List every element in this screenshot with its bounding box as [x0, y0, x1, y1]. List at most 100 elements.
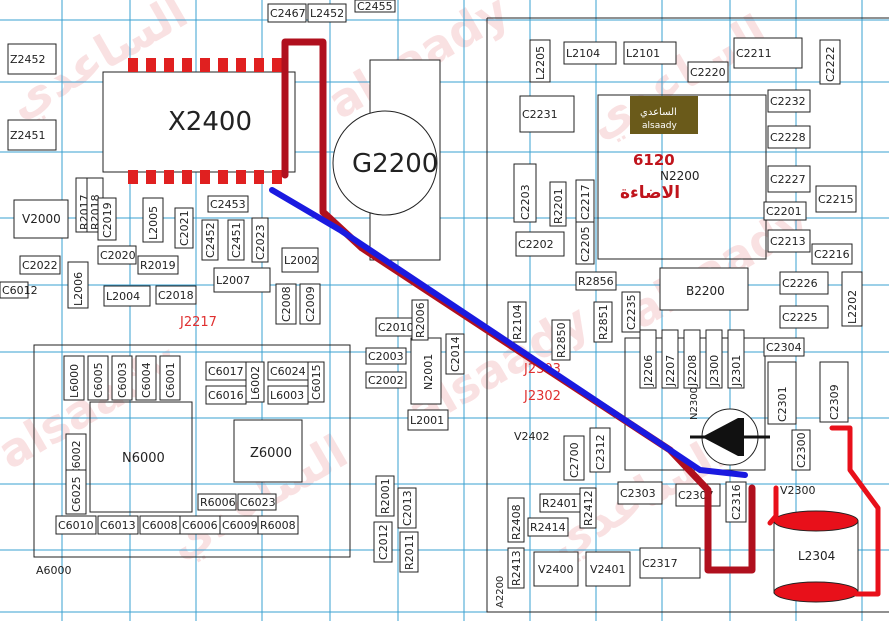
component-r6008: R6008 [257, 515, 299, 535]
component-label: C6009 [222, 519, 258, 532]
component-label: C2018 [158, 289, 194, 302]
component-l2001: L2001 [407, 409, 449, 431]
component-c2012: C2012 [373, 521, 393, 563]
component-c2467: C2467 [267, 3, 307, 23]
svg-text:B2200: B2200 [686, 284, 725, 298]
component-r2414: R2414 [527, 517, 569, 537]
component-c6017: C6017 [205, 361, 247, 381]
component-c2211: C2211 [733, 37, 803, 69]
component-outline [507, 547, 525, 589]
component-outline [411, 299, 429, 341]
component-label: C6002 [70, 440, 83, 476]
component-c2205: C2205 [575, 221, 595, 265]
component-c2020: C2020 [97, 245, 137, 265]
component-c6013: C6013 [97, 515, 139, 535]
component-z2451: Z2451 [7, 119, 57, 151]
component-outline [135, 355, 157, 401]
component-outline [0, 281, 29, 299]
x2400-body [102, 71, 296, 173]
component-label: R2019 [140, 259, 176, 272]
component-outline [63, 355, 85, 401]
component-outline [111, 355, 133, 401]
component-c2312: C2312 [589, 427, 611, 473]
component-c2309: C2309 [819, 361, 849, 423]
component-outline [65, 469, 87, 515]
logo-text-ar: الساعدي [640, 107, 677, 118]
component-label: R2408 [510, 504, 523, 540]
component-c2307: C2307 [675, 483, 721, 507]
component-label: C2300 [795, 432, 808, 468]
component-outline [705, 329, 723, 389]
component-outline [507, 301, 527, 343]
component-outline [791, 429, 811, 471]
area-a2200: A2200 [495, 576, 506, 608]
component-c6016: C6016 [205, 385, 247, 405]
component-c6010: C6010 [55, 515, 97, 535]
component-l2205: L2205 [529, 39, 551, 83]
component-c2700: C2700 [563, 435, 585, 481]
component-c2316: C2316 [725, 481, 747, 523]
component-c2231: C2231 [519, 95, 575, 133]
g2200-label: G2200 [352, 149, 438, 179]
component-r2413: R2413 [507, 547, 525, 589]
component-r2019: R2019 [137, 255, 179, 275]
component-label: R2412 [582, 490, 595, 526]
component-j2208: J2208 [683, 329, 701, 389]
component-label: C2217 [579, 184, 592, 220]
component-label: C2010 [378, 321, 414, 334]
component-label: C2455 [357, 0, 393, 13]
component-label: C2700 [568, 442, 581, 478]
component-c2202: C2202 [515, 231, 565, 257]
component-label: C2002 [368, 374, 404, 387]
component-outline [365, 371, 407, 389]
svg-text:V2401: V2401 [590, 563, 626, 576]
component-c2317: C2317 [639, 547, 701, 579]
component-j2207: J2207 [661, 329, 679, 389]
component-c2021: C2021 [174, 207, 194, 249]
component-l2006: L2006 [67, 261, 89, 309]
component-l2007: L2007 [213, 267, 271, 293]
component-c6025: C6025 [65, 469, 87, 515]
component-outline [563, 435, 585, 481]
component-c2451: C2451 [227, 219, 245, 261]
component-label: C6023 [240, 496, 276, 509]
component-l2002: L2002 [281, 247, 319, 273]
component-label: J2206 [642, 355, 655, 387]
component-outline [257, 515, 299, 535]
component-outline [515, 231, 565, 257]
component-label: Z2452 [10, 53, 46, 66]
component-l6000: L6000 [63, 355, 85, 401]
area-a6000: A6000 [36, 564, 72, 577]
x2400-pins [128, 58, 282, 184]
component-outline [201, 219, 219, 261]
component-outline [763, 337, 805, 357]
component-c6015: C6015 [307, 361, 325, 403]
component-c6024: C6024 [267, 361, 309, 381]
annotation-code: 6120 [633, 151, 675, 169]
component-c2226: C2226 [779, 271, 829, 295]
component-outline [237, 493, 277, 511]
component-l2202: L2202 [841, 271, 863, 327]
trace-red-right [767, 485, 779, 526]
component-l2104: L2104 [563, 41, 617, 65]
testpoints: J2217 J2302 J2303 [179, 315, 561, 404]
component-c2304: C2304 [763, 337, 805, 357]
component-outline [507, 497, 525, 543]
component-label: C6015 [310, 364, 323, 400]
component-outline [579, 487, 597, 529]
component-r6006: R6006 [197, 493, 237, 511]
component-outline [779, 271, 829, 295]
component-label: L2452 [310, 7, 344, 20]
component-outline [639, 547, 701, 579]
component-l2101: L2101 [623, 41, 677, 65]
component-c2453: C2453 [207, 195, 249, 213]
component-outline [97, 197, 117, 241]
component-label: L2004 [106, 290, 140, 303]
component-c2003: C2003 [365, 347, 407, 365]
component-c6004: C6004 [135, 355, 157, 401]
chip-v2400: V2400 [533, 551, 579, 587]
component-outline [593, 301, 613, 343]
chip-v2000: V2000 [13, 199, 69, 239]
component-outline [519, 95, 575, 133]
